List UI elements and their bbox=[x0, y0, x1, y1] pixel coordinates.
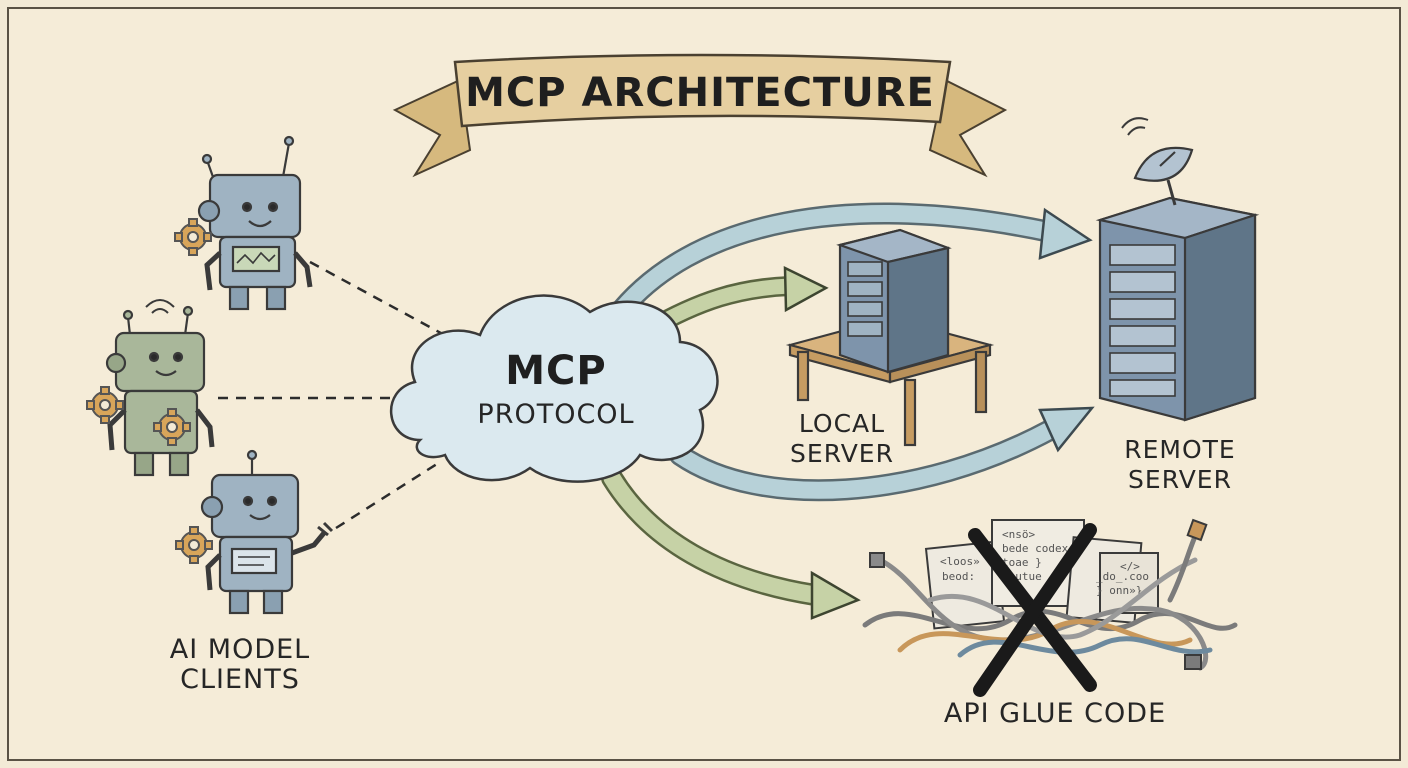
clients-label-line1: AI MODEL bbox=[170, 634, 310, 665]
glue-code-snippet: _do_.coo bbox=[1096, 570, 1149, 583]
robot-client-1 bbox=[174, 135, 313, 311]
client-connectors bbox=[218, 260, 451, 530]
diagram-title: MCP ARCHITECTURE bbox=[465, 70, 935, 116]
glue-code-snippet: <loos» bbox=[940, 555, 980, 568]
remote-server-label-line2: SERVER bbox=[1128, 465, 1232, 494]
glue-code-snippet: bede codex bbox=[1002, 542, 1069, 555]
remote-server-label-line1: REMOTE bbox=[1124, 435, 1235, 464]
glue-code-label: API GLUE CODE bbox=[944, 698, 1166, 729]
hub-label-mcp: MCP bbox=[505, 348, 606, 394]
local-server-label-line1: LOCAL bbox=[799, 409, 885, 438]
arrow-to-remote-bottom bbox=[669, 406, 1095, 502]
mcp-protocol-cloud: MCP PROTOCOL bbox=[390, 294, 719, 483]
glue-code-snippet: } onn»} bbox=[1096, 584, 1142, 597]
robot-client-2 bbox=[86, 299, 215, 477]
glue-code-snippet: beod: bbox=[942, 570, 975, 583]
arrow-to-remote-top bbox=[604, 202, 1093, 329]
hub-label-protocol: PROTOCOL bbox=[477, 399, 634, 430]
clients-label-line2: CLIENTS bbox=[180, 664, 300, 695]
arrow-to-glue-code bbox=[601, 467, 861, 620]
robot-client-3 bbox=[175, 449, 334, 615]
glue-code-snippet: toae } bbox=[1002, 556, 1042, 569]
api-glue-code-illustration: <nsö> bede codex toae } phutue <loos» be… bbox=[862, 518, 1238, 697]
local-server-label-line2: SERVER bbox=[790, 439, 894, 468]
glue-code-snippet: <nsö> bbox=[1002, 528, 1035, 541]
title-banner: MCP ARCHITECTURE bbox=[392, 53, 1008, 178]
remote-server bbox=[1095, 117, 1260, 422]
local-server bbox=[785, 228, 995, 447]
glue-code-snippet: </> bbox=[1120, 560, 1140, 573]
